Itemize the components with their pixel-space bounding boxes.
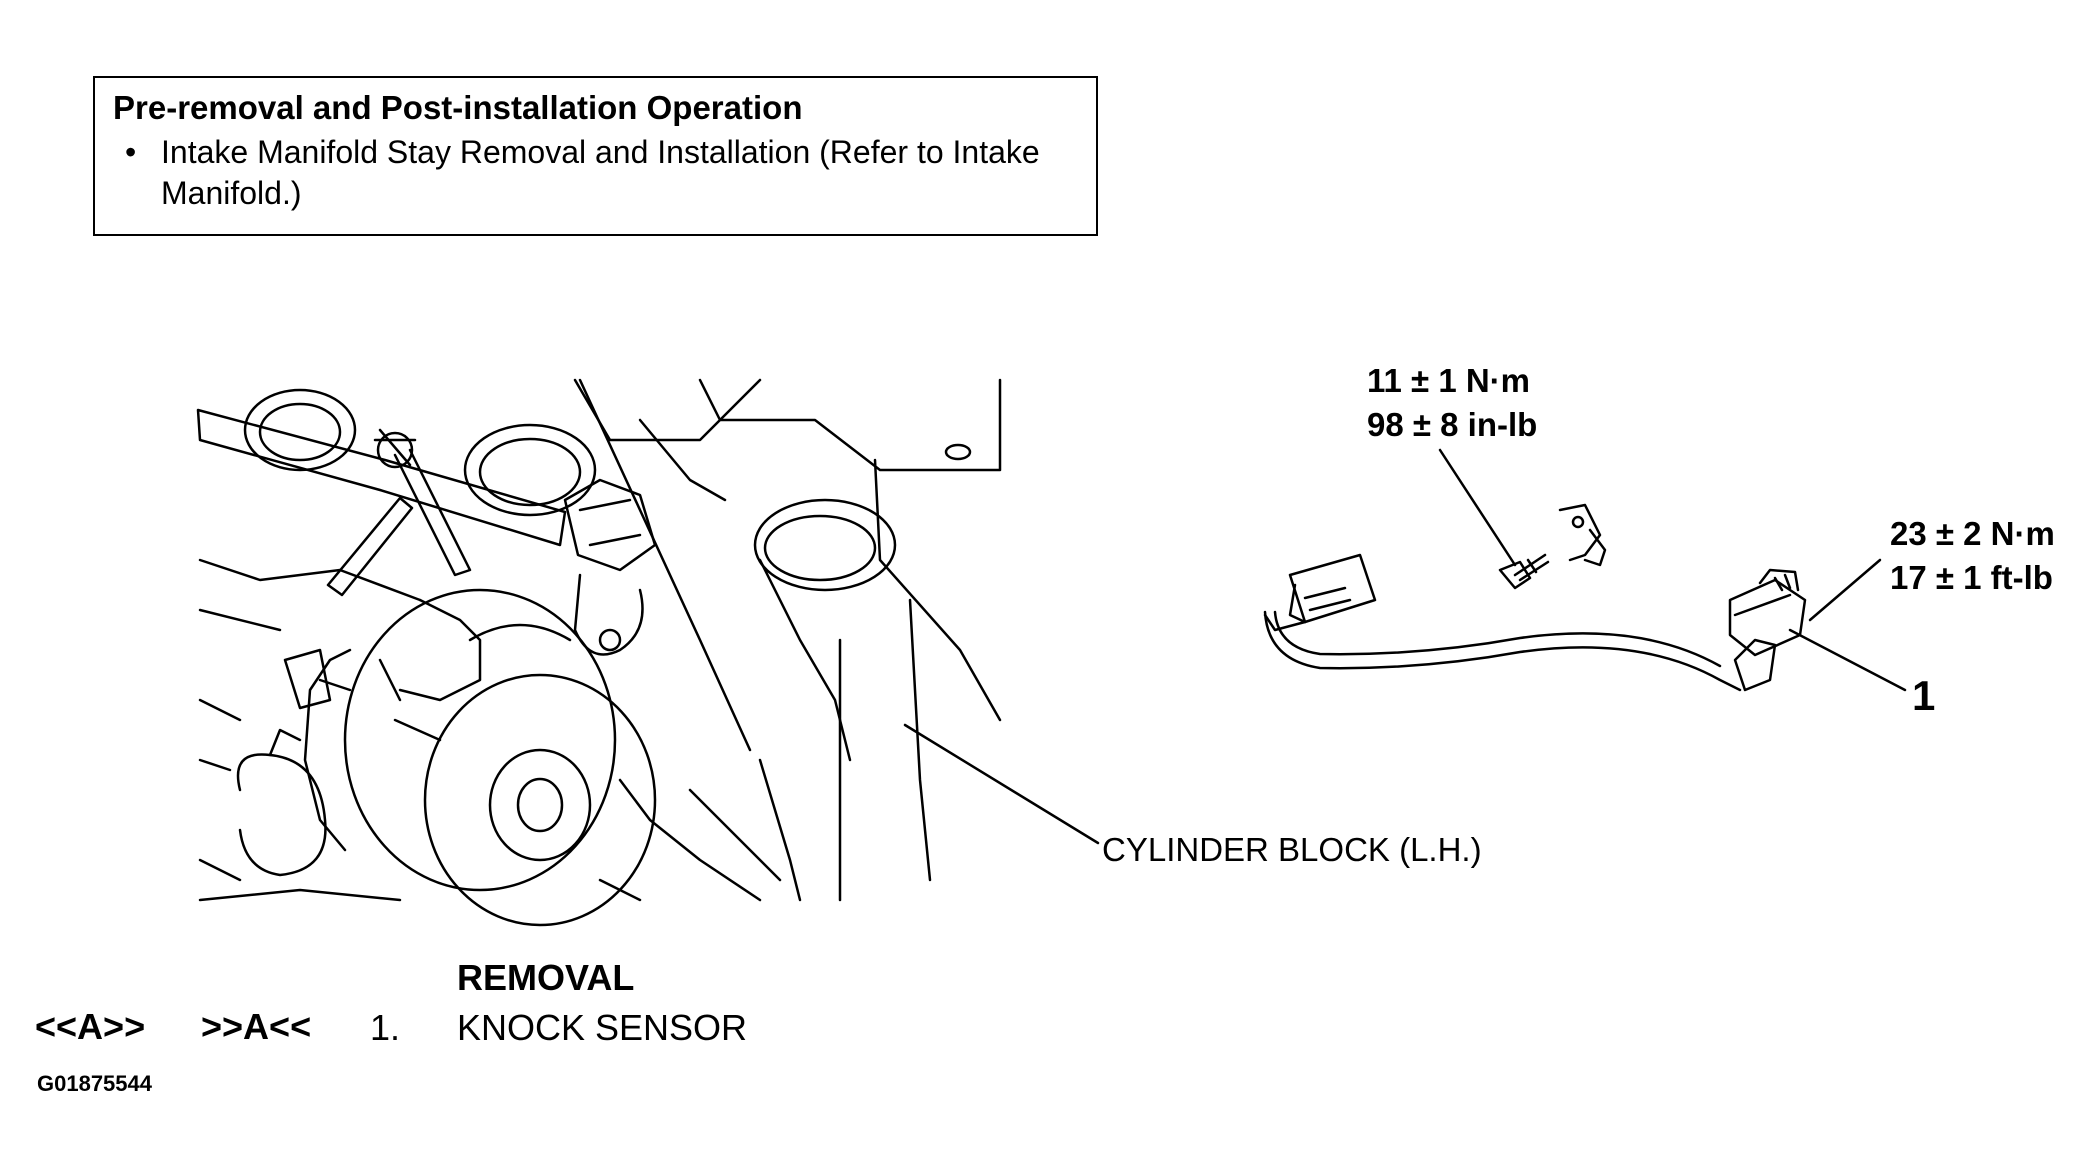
engine-block-illustration xyxy=(196,378,1100,927)
bolt-torque-imperial: 98 ± 8 in-lb xyxy=(1367,406,1538,443)
note-title: Pre-removal and Post-installation Operat… xyxy=(113,89,803,126)
removal-heading: REMOVAL xyxy=(457,957,635,998)
step-number: 1. xyxy=(370,1007,401,1048)
callout-number: 1 xyxy=(1912,672,1936,719)
note-item-text: Intake Manifold Stay Removal and Install… xyxy=(161,134,1040,211)
knock-sensor-assembly xyxy=(1263,448,1907,692)
removal-code: <<A>> xyxy=(35,1006,146,1047)
sensor-torque-imperial: 17 ± 1 ft-lb xyxy=(1890,559,2053,596)
operation-note-box: Pre-removal and Post-installation Operat… xyxy=(93,76,1098,236)
bolt-torque-metric: 11 ± 1 N·m xyxy=(1367,362,1531,399)
cylinder-block-label: CYLINDER BLOCK (L.H.) xyxy=(1102,831,1482,868)
note-list-item: • Intake Manifold Stay Removal and Insta… xyxy=(113,132,1078,214)
figure-id: G01875544 xyxy=(37,1071,152,1096)
installation-code: >>A<< xyxy=(201,1006,312,1047)
sensor-torque-metric: 23 ± 2 N·m xyxy=(1890,515,2055,552)
bullet-icon: • xyxy=(125,134,137,170)
step-text: KNOCK SENSOR xyxy=(457,1007,748,1048)
